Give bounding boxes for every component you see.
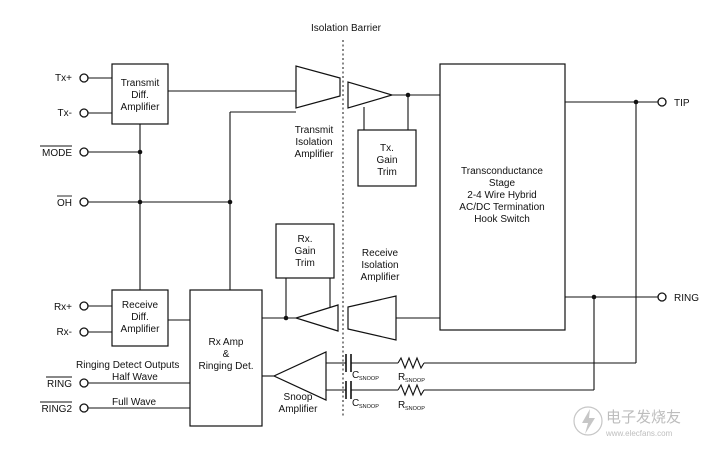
svg-text:AC/DC Termination: AC/DC Termination: [459, 202, 544, 213]
svg-text:Receive: Receive: [362, 248, 399, 259]
pin-rx-minus: Rx-: [56, 327, 89, 338]
svg-text:&: &: [223, 349, 230, 360]
svg-text:Rx+: Rx+: [54, 302, 72, 313]
transmit-diff-amplifier: Transmit Diff. Amplifier: [111, 63, 169, 125]
svg-text:Stage: Stage: [489, 178, 516, 189]
svg-text:Gain: Gain: [376, 155, 397, 166]
svg-text:2-4 Wire Hybrid: 2-4 Wire Hybrid: [467, 190, 536, 201]
svg-text:Tx+: Tx+: [55, 73, 72, 84]
svg-text:Isolation: Isolation: [295, 137, 332, 148]
svg-text:OH: OH: [57, 198, 72, 209]
c-snoop-2: C SNOOP: [345, 381, 379, 410]
receive-isolation-amplifier: Receive Isolation Amplifier: [347, 248, 401, 341]
svg-text:MODE: MODE: [42, 148, 72, 159]
svg-text:RING2: RING2: [41, 404, 72, 415]
transmit-isolation-amplifier: Transmit Isolation Amplifier: [295, 65, 341, 160]
watermark-cn: 电子发烧友: [606, 408, 681, 426]
pin-tx-minus: Tx-: [58, 108, 89, 119]
c-snoop-1: C SNOOP: [345, 354, 379, 382]
transconductance-stage: Transconductance Stage 2-4 Wire Hybrid A…: [439, 63, 566, 331]
receive-diff-amplifier: Receive Diff. Amplifier: [111, 289, 169, 347]
svg-text:Amplifier: Amplifier: [295, 149, 335, 160]
svg-text:TIP: TIP: [674, 98, 690, 109]
svg-text:C: C: [352, 370, 359, 381]
svg-text:SNOOP: SNOOP: [359, 376, 379, 382]
pin-ring-out: RING: [46, 376, 89, 390]
svg-text:Amplifier: Amplifier: [121, 102, 161, 113]
svg-text:Receive: Receive: [122, 300, 159, 311]
tx-gain-trim: Tx. Gain Trim: [357, 129, 417, 187]
lightning-icon: [573, 406, 603, 436]
svg-text:Diff.: Diff.: [131, 312, 149, 323]
svg-text:C: C: [352, 398, 359, 409]
svg-text:R: R: [398, 400, 405, 411]
svg-text:Transmit: Transmit: [121, 78, 160, 89]
svg-text:Rx.: Rx.: [298, 234, 313, 245]
svg-text:Trim: Trim: [377, 167, 397, 178]
pin-ring2: RING2: [40, 401, 89, 415]
isolation-barrier-label: Isolation Barrier: [311, 23, 382, 34]
svg-text:Trim: Trim: [295, 258, 315, 269]
watermark-logo: 电子发烧友 www.elecfans.com: [573, 406, 681, 438]
svg-text:Snoop: Snoop: [284, 392, 313, 403]
svg-text:SNOOP: SNOOP: [405, 378, 425, 384]
svg-text:SNOOP: SNOOP: [359, 404, 379, 410]
rx-gain-trim: Rx. Gain Trim: [275, 223, 335, 279]
svg-text:Tx.: Tx.: [380, 143, 394, 154]
watermark-url: www.elecfans.com: [605, 429, 673, 438]
svg-text:Amplifier: Amplifier: [361, 272, 401, 283]
svg-text:R: R: [398, 372, 405, 383]
svg-text:RING: RING: [674, 293, 699, 304]
svg-text:Isolation: Isolation: [361, 260, 398, 271]
r-snoop-2: R SNOOP: [397, 383, 425, 412]
ringing-detect-outputs-label: Ringing Detect Outputs: [76, 360, 179, 371]
tx-gain-amplifier: [347, 81, 395, 109]
svg-text:SNOOP: SNOOP: [405, 406, 425, 412]
pin-rx-plus: Rx+: [54, 301, 89, 313]
svg-text:Diff.: Diff.: [131, 90, 149, 101]
svg-text:Ringing Det.: Ringing Det.: [198, 361, 253, 372]
svg-text:Hook Switch: Hook Switch: [474, 214, 530, 225]
wires: [88, 77, 658, 409]
svg-text:Transmit: Transmit: [295, 125, 334, 136]
r-snoop-1: R SNOOP: [397, 356, 425, 384]
svg-text:Rx Amp: Rx Amp: [208, 337, 243, 348]
svg-text:Rx-: Rx-: [56, 327, 72, 338]
pin-tx-plus: Tx+: [55, 73, 89, 84]
snoop-amplifier: Snoop Amplifier: [272, 351, 327, 415]
half-wave-label: Half Wave: [112, 372, 158, 383]
svg-text:Amplifier: Amplifier: [121, 324, 161, 335]
pin-mode: MODE: [40, 145, 89, 159]
rx-amp-ringing-det: Rx Amp & Ringing Det.: [189, 289, 263, 427]
svg-text:Tx-: Tx-: [58, 108, 72, 119]
pin-tip: TIP: [657, 97, 690, 109]
full-wave-label: Full Wave: [112, 397, 157, 408]
svg-text:Transconductance: Transconductance: [461, 166, 543, 177]
junction-dots: [137, 92, 639, 321]
pin-ring: RING: [657, 292, 699, 304]
svg-text:Amplifier: Amplifier: [279, 404, 319, 415]
svg-text:RING: RING: [47, 379, 72, 390]
svg-text:Gain: Gain: [294, 246, 315, 257]
pin-oh: OH: [57, 195, 89, 209]
rx-gain-amplifier: [293, 304, 339, 332]
